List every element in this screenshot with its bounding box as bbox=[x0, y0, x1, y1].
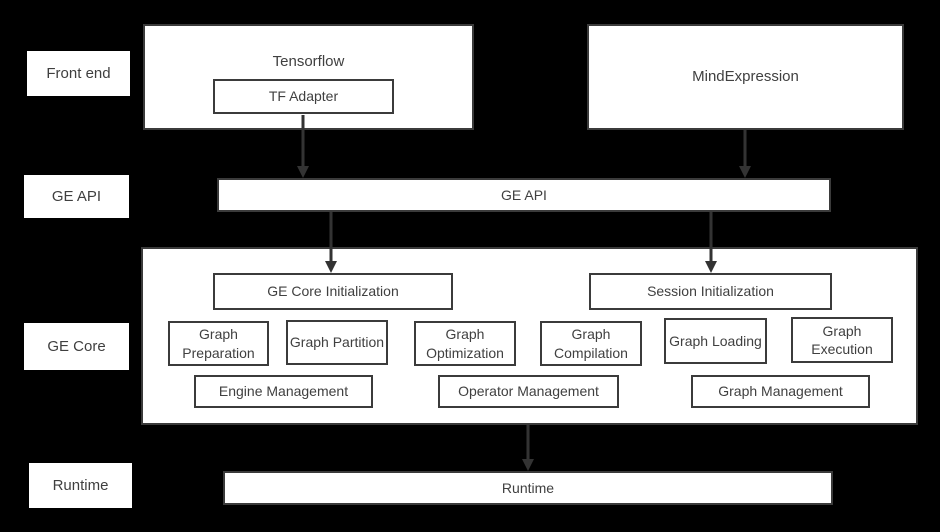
arrow-head-icon bbox=[297, 166, 309, 178]
ge-core-initialization-box: GE Core Initialization bbox=[213, 273, 453, 310]
tensorflow-box: Tensorflow TF Adapter bbox=[143, 24, 474, 130]
tf-adapter-label: TF Adapter bbox=[268, 88, 339, 105]
module-label: Graph Execution bbox=[811, 322, 873, 357]
arrow-shaft bbox=[526, 425, 530, 459]
arrow-head-icon bbox=[325, 261, 337, 273]
arrow-shaft bbox=[743, 130, 747, 166]
graph-compilation-box: Graph Compilation bbox=[540, 321, 642, 366]
row-label-text: Front end bbox=[46, 65, 111, 82]
management-label: Graph Management bbox=[718, 383, 843, 400]
runtime-bar: Runtime bbox=[223, 471, 833, 505]
arrow-ge-api-to-session-initialization bbox=[704, 212, 718, 273]
module-label: Graph Optimization bbox=[426, 326, 504, 361]
arrow-head-icon bbox=[522, 459, 534, 471]
row-label-text: GE API bbox=[51, 188, 102, 205]
row-label-runtime: Runtime bbox=[29, 463, 132, 508]
tf-adapter-box: TF Adapter bbox=[213, 79, 394, 114]
ge-api-bar: GE API bbox=[217, 178, 831, 212]
arrow-mindexpression-to-ge-api bbox=[738, 130, 752, 178]
graph-execution-box: Graph Execution bbox=[791, 317, 893, 363]
engine-management-box: Engine Management bbox=[194, 375, 373, 408]
ge-core-box: GE Core Initialization Session Initializ… bbox=[141, 247, 918, 425]
row-label-text: GE Core bbox=[47, 338, 106, 355]
management-label: Operator Management bbox=[458, 383, 599, 400]
module-label: Graph Preparation bbox=[182, 326, 255, 361]
arrow-tf-adapter-to-ge-api bbox=[296, 115, 310, 178]
runtime-bar-label: Runtime bbox=[501, 479, 555, 496]
module-label: Graph Compilation bbox=[554, 326, 628, 361]
graph-optimization-box: Graph Optimization bbox=[414, 321, 516, 366]
arrow-ge-core-to-runtime bbox=[521, 425, 535, 471]
operator-management-box: Operator Management bbox=[438, 375, 619, 408]
arrow-shaft bbox=[709, 212, 713, 261]
graph-management-box: Graph Management bbox=[691, 375, 870, 408]
graph-partition-box: Graph Partition bbox=[286, 320, 388, 365]
row-label-ge-api: GE API bbox=[24, 175, 129, 218]
session-initialization-box: Session Initialization bbox=[589, 273, 832, 310]
arrow-ge-api-to-ge-core-initialization bbox=[324, 212, 338, 273]
arrow-shaft bbox=[329, 212, 333, 261]
ge-api-bar-label: GE API bbox=[501, 186, 547, 203]
session-initialization-label: Session Initialization bbox=[647, 283, 774, 300]
graph-preparation-box: Graph Preparation bbox=[168, 321, 269, 366]
ge-core-initialization-label: GE Core Initialization bbox=[267, 283, 399, 300]
mindexpression-box: MindExpression bbox=[587, 24, 904, 130]
row-label-front-end: Front end bbox=[27, 51, 130, 96]
management-label: Engine Management bbox=[218, 383, 349, 400]
tensorflow-title: Tensorflow bbox=[272, 53, 345, 70]
arrow-shaft bbox=[301, 115, 305, 166]
row-label-ge-core: GE Core bbox=[24, 323, 129, 370]
arrow-head-icon bbox=[705, 261, 717, 273]
graph-loading-box: Graph Loading bbox=[664, 318, 767, 364]
module-label: Graph Partition bbox=[289, 334, 385, 351]
row-label-text: Runtime bbox=[52, 477, 109, 494]
mindexpression-label: MindExpression bbox=[692, 68, 799, 86]
arrow-head-icon bbox=[739, 166, 751, 178]
module-label: Graph Loading bbox=[669, 332, 762, 349]
